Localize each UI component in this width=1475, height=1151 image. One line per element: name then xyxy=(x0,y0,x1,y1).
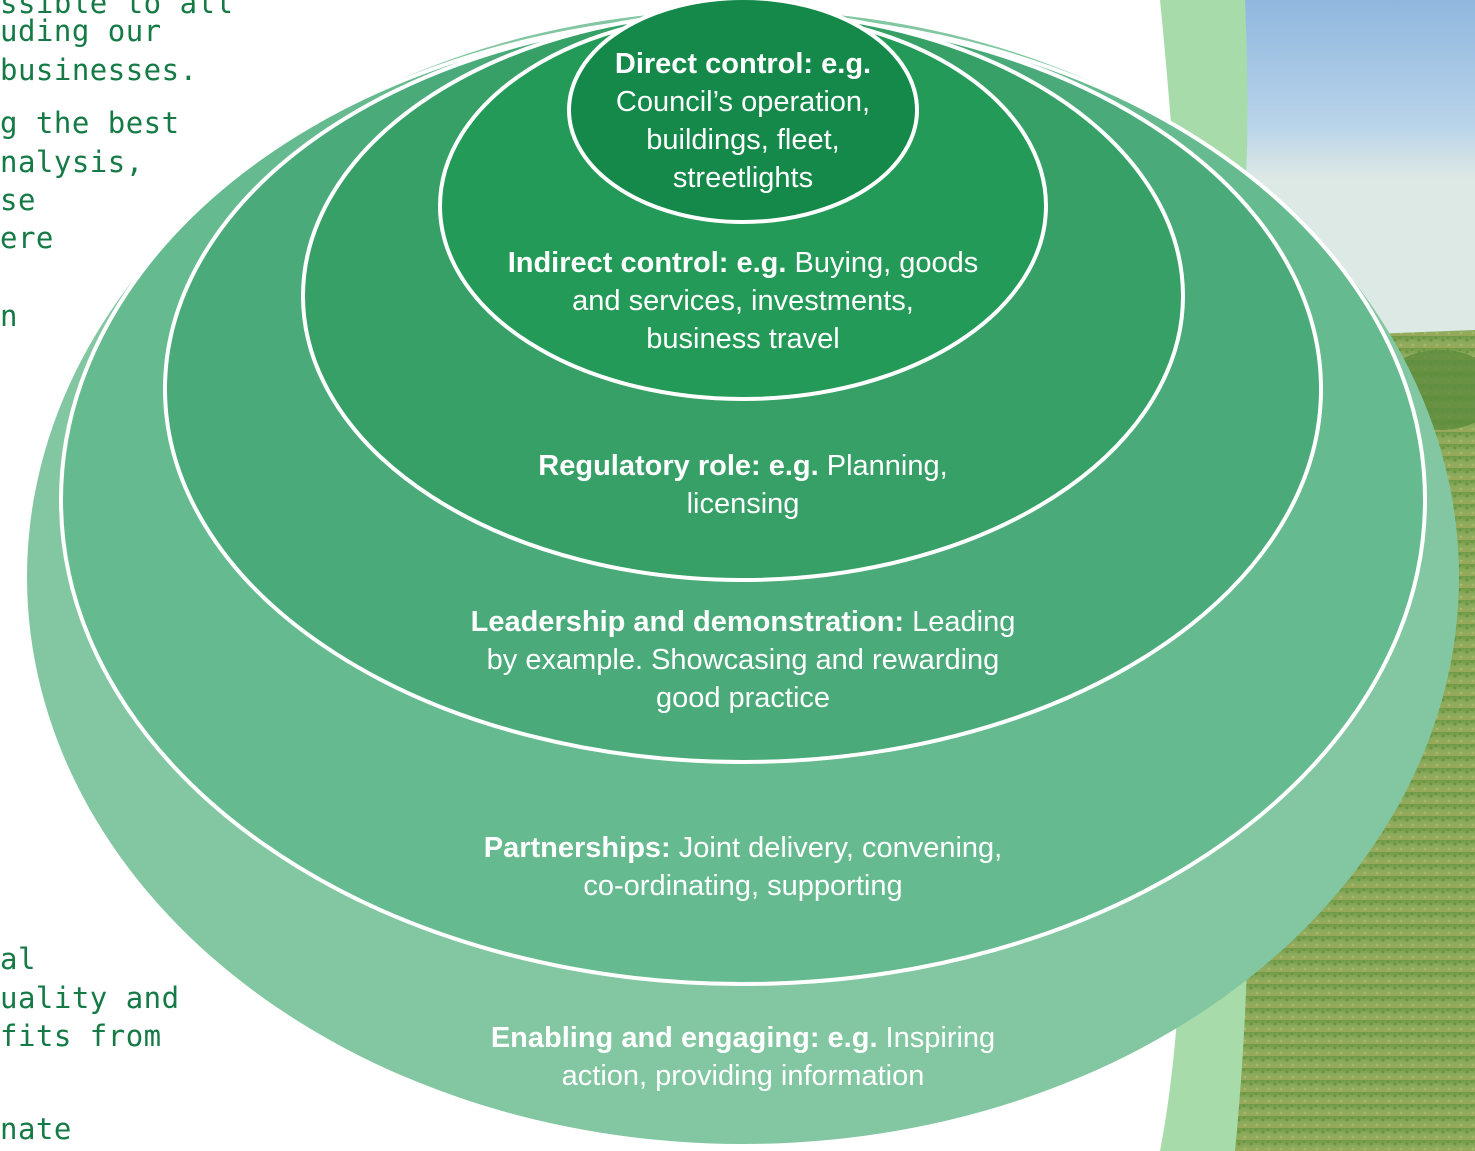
left-text-line: ssible to all xyxy=(0,0,234,20)
left-text-line: n xyxy=(0,299,18,333)
label-line: streetlights xyxy=(672,162,814,194)
label-text: Planning, xyxy=(818,450,948,482)
label-text: Leading xyxy=(904,606,1016,638)
label-leadership: Leadership and demonstration: Leading by… xyxy=(420,603,1066,717)
ring-direct xyxy=(567,0,919,224)
label-bold: Partnerships: xyxy=(483,832,671,864)
label-bold: Regulatory role: e.g. xyxy=(538,450,819,482)
label-text: Buying, goods xyxy=(786,247,979,279)
left-text-line: se xyxy=(0,183,36,217)
left-text-line: uality and xyxy=(0,981,180,1015)
label-line: good practice xyxy=(655,682,831,714)
label-line: by example. Showcasing and rewarding xyxy=(486,644,1000,676)
label-partnerships: Partnerships: Joint delivery, convening,… xyxy=(420,829,1066,905)
label-line: buildings, fleet, xyxy=(646,124,840,156)
label-line: licensing xyxy=(686,488,800,520)
label-indirect-control: Indirect control: e.g. Buying, goods and… xyxy=(470,244,1016,358)
left-text-line: al xyxy=(0,942,36,976)
left-text-line: g the best xyxy=(0,106,180,140)
left-text-line: nate xyxy=(0,1112,72,1146)
left-text-line: fits from xyxy=(0,1019,162,1053)
label-text: Joint delivery, convening, xyxy=(670,832,1003,864)
label-bold: Indirect control: e.g. xyxy=(507,247,787,279)
label-line: action, providing information xyxy=(561,1060,925,1092)
left-text-line: ere xyxy=(0,221,54,255)
left-text-line: businesses. xyxy=(0,53,198,87)
label-direct-control: Direct control: e.g. Council’s operation… xyxy=(563,45,923,197)
left-text-line: uding our xyxy=(0,14,162,48)
label-line: and services, investments, xyxy=(572,285,914,317)
label-bold: Leadership and demonstration: xyxy=(470,606,905,638)
label-line: co-ordinating, supporting xyxy=(583,870,903,902)
label-enabling: Enabling and engaging: e.g. Inspiring ac… xyxy=(420,1019,1066,1095)
label-line: Council’s operation, xyxy=(615,86,871,118)
label-line: business travel xyxy=(646,323,840,355)
label-bold: Enabling and engaging: e.g. xyxy=(490,1022,878,1054)
label-regulatory-role: Regulatory role: e.g. Planning, licensin… xyxy=(470,447,1016,523)
label-bold: Direct control: e.g. xyxy=(614,48,872,80)
left-text-line: nalysis, xyxy=(0,145,144,179)
label-text: Inspiring xyxy=(877,1022,996,1054)
